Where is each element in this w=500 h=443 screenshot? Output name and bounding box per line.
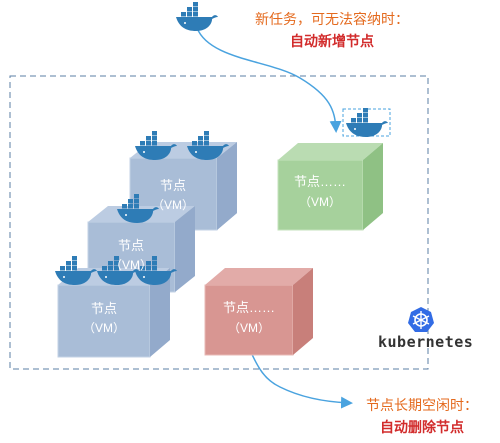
scale-down-arrow (249, 349, 353, 409)
scale-up-arrow (196, 27, 342, 133)
scale-up-note: 新任务，可无法容纳时： 自动新增节点 (229, 9, 435, 53)
node-label: 节点 (118, 238, 144, 253)
node-label: 节点…… (223, 300, 275, 315)
docker-whale-icon (176, 2, 218, 31)
kubernetes-wordmark: kubernetes (378, 333, 474, 351)
node-sub-label: （VM） (83, 321, 125, 335)
node-sub-label: （VM） (299, 195, 341, 209)
scale-up-action: 自动新增节点 (290, 34, 374, 50)
node-sub-label: （VM） (110, 258, 152, 272)
node-label: 节点 (91, 301, 117, 316)
node-label: 节点…… (294, 174, 346, 189)
node-sub-label: （VM） (228, 321, 270, 335)
scale-down-action: 自动删除节点 (380, 420, 464, 436)
scale-up-condition: 新任务，可无法容纳时： (255, 12, 409, 28)
node-red-idle (204, 268, 313, 356)
node-green-new (277, 143, 383, 231)
kubernetes-helm-icon (408, 307, 434, 332)
node-sub-label: （VM） (152, 198, 194, 212)
cluster-boundary (9, 75, 429, 370)
node-label: 节点 (160, 178, 186, 193)
scale-down-note: 节点长期空闲时： 自动删除节点 (352, 395, 492, 439)
docker-whale-icon (346, 108, 388, 137)
scale-down-condition: 节点长期空闲时： (366, 398, 478, 414)
